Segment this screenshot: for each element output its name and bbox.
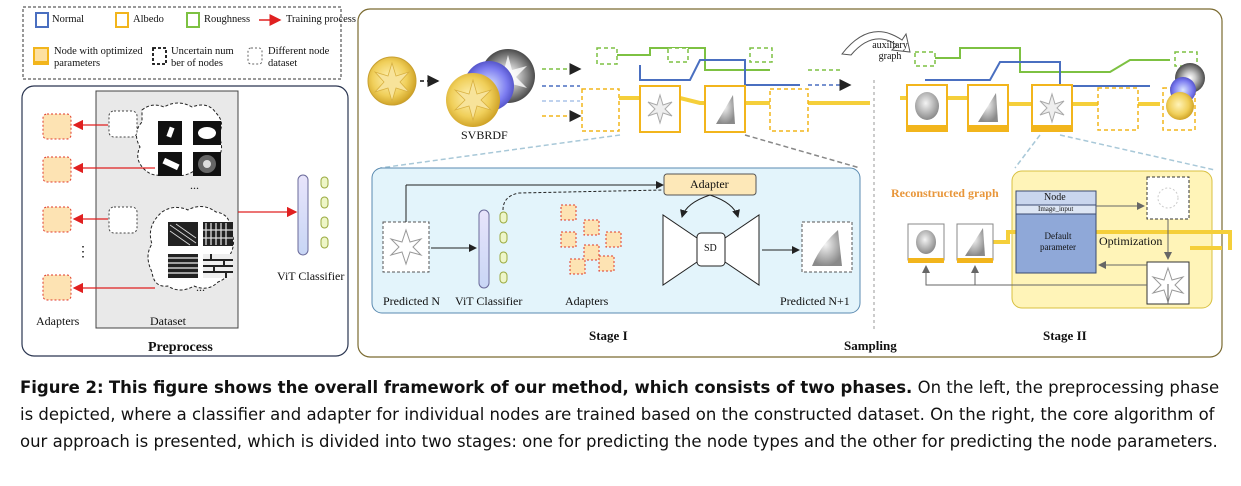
caption-label: Figure 2: [20, 378, 104, 397]
stage1-vit-bar [478, 209, 490, 289]
dataset-label: Dataset [150, 314, 186, 328]
left-graph [379, 47, 870, 169]
auxiliary-label: auxiliary graph [872, 40, 908, 62]
stage2-title: Stage II [1043, 328, 1087, 343]
albedo-swatch [115, 12, 129, 28]
sampling-title: Sampling [844, 338, 897, 353]
different-swatch [247, 47, 263, 65]
roughness-swatch [186, 12, 200, 28]
auxiliary-arrow-icon [841, 31, 911, 56]
adapter-dots: ⋮ [76, 245, 90, 260]
optimization-label: Optimization [1099, 234, 1163, 248]
legend-training: Training process [286, 14, 356, 25]
legend-different: Different node dataset [268, 46, 330, 69]
sd-box [696, 232, 726, 267]
stage2-panel [907, 170, 1232, 309]
svbrdf-spheres [367, 49, 535, 127]
predicted-n-label: Predicted N [383, 294, 440, 308]
sampling-panel [357, 8, 1232, 358]
sd-label: SD [704, 243, 717, 254]
svbrdf-label: SVBRDF [461, 128, 508, 142]
stage1-title: Stage I [589, 328, 628, 343]
normal-swatch [35, 12, 49, 28]
image-input-label: Image_input [1038, 205, 1074, 213]
dots-bottom: ... [196, 280, 205, 294]
reconstructed-label: Reconstructed graph [891, 186, 999, 200]
legend [22, 6, 342, 80]
dataset-node-box [108, 110, 138, 138]
default-param-label: Default parameter [1040, 231, 1076, 252]
node-label: Node [1044, 192, 1066, 203]
caption-text: On the left, the preprocessing phase is … [20, 378, 1220, 451]
stage1-panel [371, 167, 861, 314]
legend-normal: Normal [52, 14, 85, 25]
legend-albedo: Albedo [133, 14, 164, 25]
legend-roughness: Roughness [204, 14, 251, 25]
stage1-vit-label: ViT Classifier [455, 294, 523, 308]
dots-top: ... [190, 178, 199, 192]
right-graph [900, 47, 1216, 171]
stage1-adapters [560, 204, 622, 275]
legend-optimized: Node with optimized parameters [54, 46, 143, 69]
preprocess-title: Preprocess [148, 340, 213, 355]
adapter-box-label: Adapter [690, 177, 729, 191]
dataset-node-box [108, 206, 138, 234]
uncertain-swatch [152, 47, 167, 65]
adapter-list [42, 113, 72, 301]
legend-uncertain: Uncertain num ber of nodes [171, 46, 234, 69]
vit-classifier-bar [297, 174, 309, 256]
adapters-label: Adapters [36, 314, 80, 328]
stage1-adapters-label: Adapters [565, 294, 609, 308]
caption-bold: This figure shows the overall framework … [108, 378, 913, 397]
vit-label: ViT Classifier [277, 269, 345, 283]
figure-caption: Figure 2: This figure shows the overall … [20, 374, 1225, 455]
preprocess-panel [21, 85, 349, 357]
framework-diagram [21, 6, 1232, 358]
predicted-n1-label: Predicted N+1 [780, 294, 850, 308]
